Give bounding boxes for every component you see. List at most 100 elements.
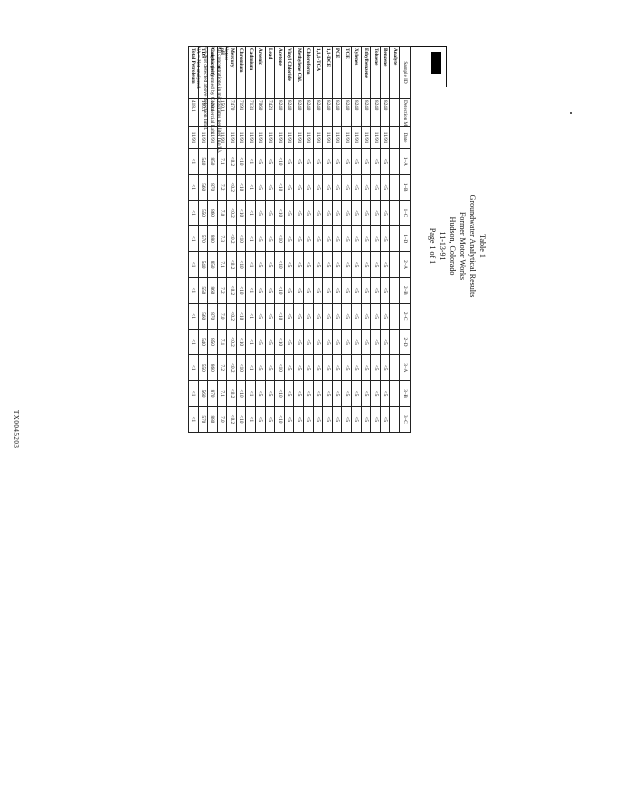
table-cell: [389, 174, 400, 201]
table-cell: <5: [341, 225, 352, 252]
table-cell: 7.1: [217, 251, 227, 278]
table-cell: <5: [332, 225, 342, 252]
table-cell: <5: [351, 380, 362, 407]
table-cell: 570: [198, 406, 208, 433]
table-cell: <5: [255, 148, 266, 175]
table-cell: <5: [380, 406, 390, 433]
table-cell: <10: [236, 225, 246, 252]
table-cell: <5: [313, 148, 323, 175]
table-cell: 7.0: [217, 406, 227, 433]
table-cell: [389, 380, 400, 407]
row-name-cell: Ethylbenzene: [361, 46, 371, 99]
table-cell: <5: [303, 174, 314, 201]
row-name-cell: TCE: [341, 46, 352, 99]
column-header: 3–B: [399, 380, 411, 407]
table-cell: <5: [265, 354, 275, 381]
table-cell: <5: [370, 303, 381, 330]
table-cell: <5: [255, 174, 266, 201]
table-cell: <5: [322, 277, 333, 304]
table-cell: <5: [370, 225, 381, 252]
column-header: 2–B: [399, 277, 411, 304]
table-cell: <1: [246, 354, 256, 381]
table-cell: <5: [332, 174, 342, 201]
table-cell: <5: [361, 251, 371, 278]
table-cell: <0.2: [226, 380, 237, 407]
table-cell: <5: [370, 148, 381, 175]
table-cell: 11/91: [380, 126, 390, 149]
table-cell: 11/91: [255, 126, 266, 149]
table-cell: <5: [265, 380, 275, 407]
table-cell: 7.1: [217, 329, 227, 355]
table-cell: <10: [236, 354, 246, 381]
table-cell: 8240: [274, 98, 285, 127]
table-cell: <5: [313, 303, 323, 330]
row-name-cell: Cadmium: [246, 46, 256, 99]
row-name-cell: Chloroform: [303, 46, 314, 99]
table-cell: [389, 303, 400, 330]
table-cell: <1: [246, 174, 256, 201]
table-cell: <5: [380, 225, 390, 252]
table-cell: <1: [188, 225, 199, 252]
table-cell: 550: [198, 200, 208, 226]
table-cell: <5: [332, 329, 342, 355]
table-cell: <5: [370, 329, 381, 355]
row-name-cell: Xylenes: [351, 46, 362, 99]
table-cell: <5: [313, 174, 323, 201]
table-cell: [389, 98, 400, 127]
table-cell: <10: [274, 329, 285, 355]
table-cell: 8240: [380, 98, 390, 127]
table-cell: <10: [274, 354, 285, 381]
table-cell: [389, 148, 400, 175]
table-cell: <5: [351, 277, 362, 304]
table-cell: 8240: [370, 98, 381, 127]
logo-box: [410, 46, 447, 87]
table-cell: <5: [361, 174, 371, 201]
table-cell: <0.2: [226, 200, 237, 226]
table-cell: <10: [236, 277, 246, 304]
table-cell: <1: [188, 380, 199, 407]
table-cell: <1: [188, 406, 199, 433]
table-cell: [389, 225, 400, 252]
table-cell: <10: [236, 303, 246, 330]
table-cell: <5: [265, 148, 275, 175]
column-header: 3–C: [399, 406, 411, 433]
table-cell: <10: [274, 225, 285, 252]
title-line: Groundwater Analytical Results: [468, 194, 477, 298]
row-name-cell: Analyte: [389, 46, 400, 99]
table-cell: <5: [341, 303, 352, 330]
table-cell: <5: [293, 200, 304, 226]
title-line: Former Motor Works: [458, 211, 467, 281]
table-cell: <10: [236, 174, 246, 201]
table-cell: 560: [198, 174, 208, 201]
table-cell: <10: [274, 380, 285, 407]
table-cell: <5: [313, 251, 323, 278]
table-cell: <1: [246, 329, 256, 355]
table-cell: 8240: [332, 98, 342, 127]
table-cell: <5: [351, 406, 362, 433]
table-cell: <5: [351, 303, 362, 330]
table-cell: <5: [293, 303, 304, 330]
rotated-page-content: Table 1 Groundwater Analytical Results F…: [188, 46, 499, 446]
column-header: 2–C: [399, 303, 411, 330]
note-line: < = Not detected above detection limit.: [202, 46, 208, 131]
table-cell: <5: [322, 251, 333, 278]
table-cell: 550: [198, 277, 208, 304]
table-cell: 11/91: [361, 126, 371, 149]
column-header: Detection Method: [399, 98, 411, 127]
table-cell: 11/91: [236, 126, 246, 149]
company-logo: [431, 52, 441, 74]
table-cell: <5: [322, 354, 333, 381]
table-cell: <5: [341, 174, 352, 201]
row-name-cell: 1,1,1-TCA: [313, 46, 323, 99]
table-cell: 870: [207, 174, 218, 201]
table-cell: [389, 354, 400, 381]
column-header: 3–A: [399, 354, 411, 381]
